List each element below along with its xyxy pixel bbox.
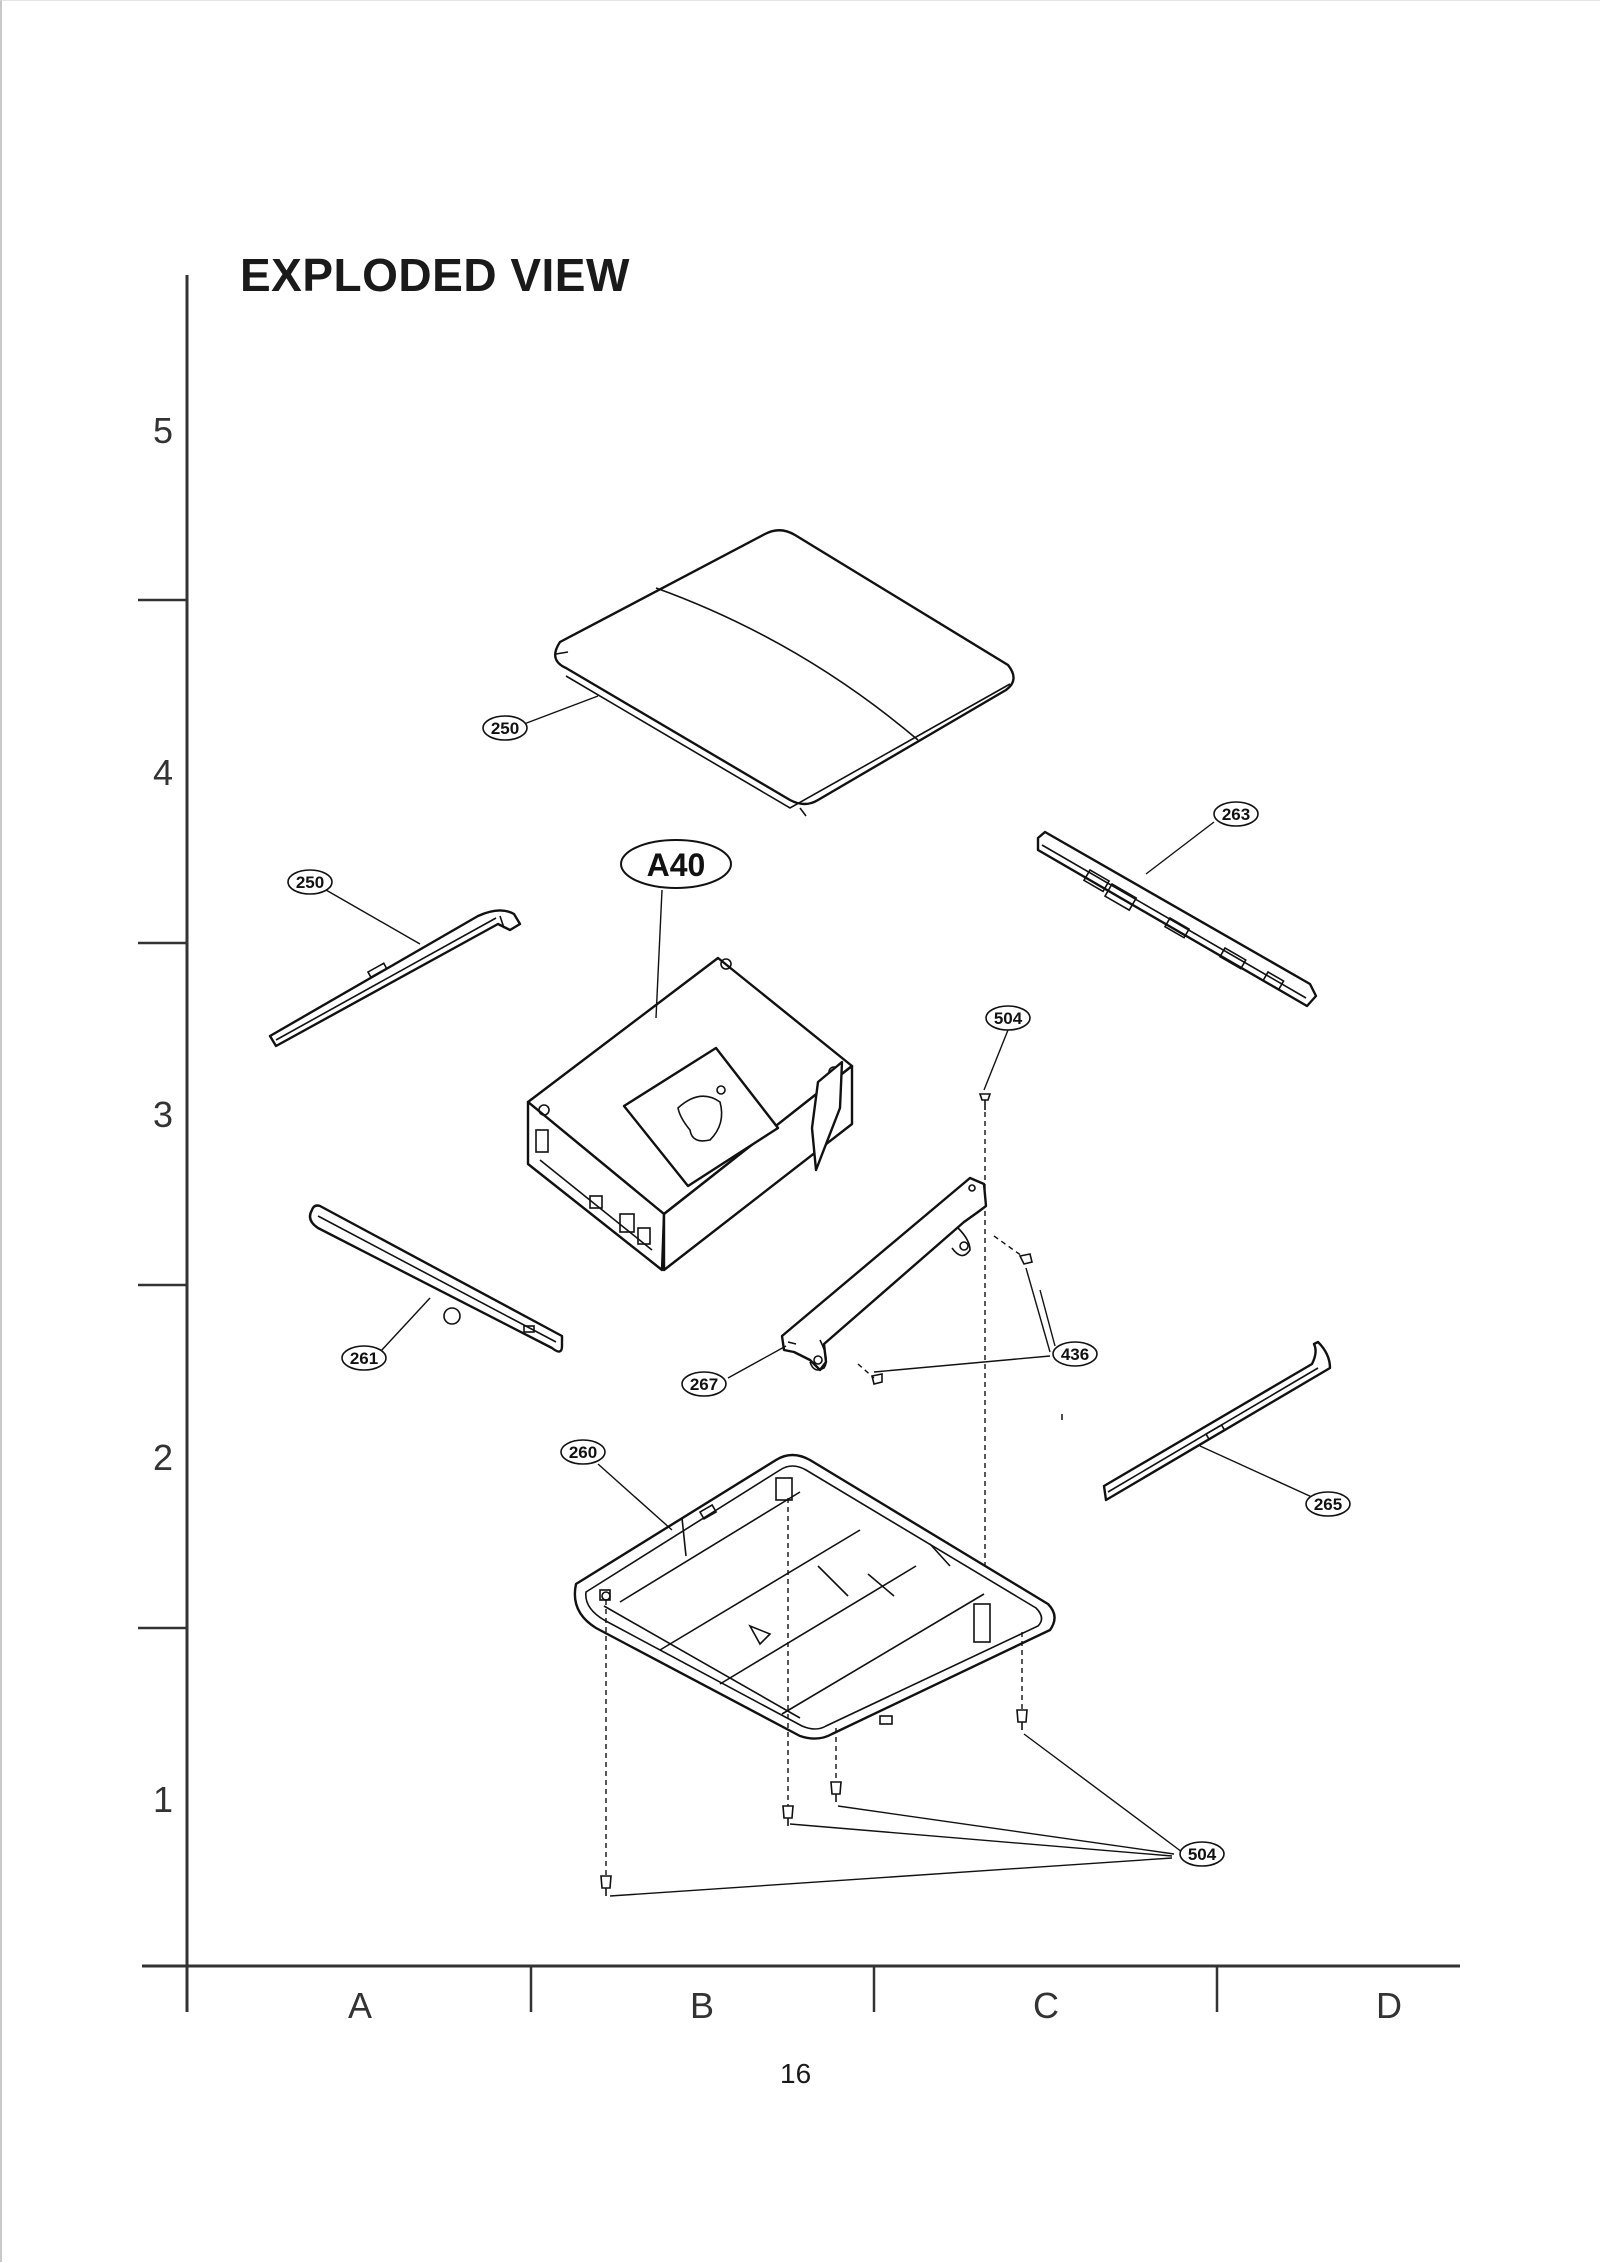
left-trim-part xyxy=(268,909,522,1048)
main-assembly-part xyxy=(526,956,854,1272)
svg-text:261: 261 xyxy=(350,1349,378,1368)
svg-text:263: 263 xyxy=(1222,805,1250,824)
callout-right-trim: 265 xyxy=(1305,1491,1351,1517)
svg-text:250: 250 xyxy=(296,873,324,892)
right-rail-part xyxy=(1036,830,1318,1008)
base-cabinet-part xyxy=(573,1453,1056,1740)
row-label-3: 3 xyxy=(153,1094,173,1135)
svg-text:436: 436 xyxy=(1061,1345,1089,1364)
svg-text:A40: A40 xyxy=(647,847,706,883)
svg-text:260: 260 xyxy=(569,1443,597,1462)
callout-front-trim: 261 xyxy=(341,1345,387,1371)
right-trim-part xyxy=(1102,1340,1332,1502)
row-label-2: 2 xyxy=(153,1437,173,1478)
top-cover-part xyxy=(554,529,1015,817)
col-label-a: A xyxy=(348,1985,372,2026)
row-label-1: 1 xyxy=(153,1779,173,1820)
bracket-screws-part xyxy=(857,1235,1033,1385)
svg-text:267: 267 xyxy=(690,1375,718,1394)
svg-text:504: 504 xyxy=(994,1009,1023,1028)
page-number: 16 xyxy=(780,2058,812,2089)
col-label-b: B xyxy=(690,1985,714,2026)
page-title: EXPLODED VIEW xyxy=(240,249,630,301)
callout-left-trim: 250 xyxy=(287,869,333,895)
leader-lines xyxy=(325,695,1315,1897)
row-label-4: 4 xyxy=(153,752,173,793)
callout-top-cover: 250 xyxy=(482,715,528,741)
callout-screw-top: 504 xyxy=(985,1005,1031,1031)
svg-text:250: 250 xyxy=(491,719,519,738)
svg-text:265: 265 xyxy=(1314,1495,1342,1514)
bracket-part xyxy=(780,1176,988,1372)
base-screws-part xyxy=(600,1498,1028,1896)
col-label-d: D xyxy=(1376,1985,1402,2026)
callout-bracket: 267 xyxy=(681,1371,727,1397)
front-trim-part xyxy=(308,1204,564,1353)
row-label-5: 5 xyxy=(153,410,173,451)
callout-right-rail: 263 xyxy=(1213,801,1259,827)
callout-base-cabinet: 260 xyxy=(560,1439,606,1465)
svg-text:504: 504 xyxy=(1188,1845,1217,1864)
callout-base-screws: 504 xyxy=(1179,1841,1225,1867)
grid-frame xyxy=(138,275,1460,2012)
callout-bracket-screws: 436 xyxy=(1052,1341,1098,1367)
col-label-c: C xyxy=(1033,1985,1059,2026)
callout-main-assembly: A40 xyxy=(620,839,732,889)
